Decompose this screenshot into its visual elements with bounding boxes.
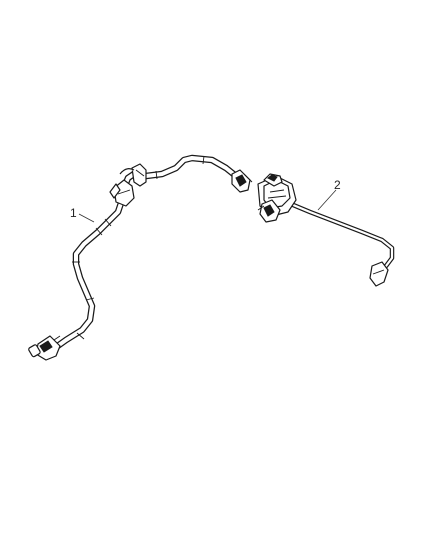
valve-outlet-port — [257, 199, 281, 223]
hose-clip-bracket — [109, 163, 147, 207]
quick-connector-lower — [28, 335, 61, 361]
callout-1: 1 — [70, 206, 95, 223]
tube-end-fitting — [369, 261, 389, 287]
callout-label-2: 2 — [334, 178, 341, 192]
quick-connector-upper — [231, 169, 253, 193]
callout-label-1: 1 — [70, 206, 77, 220]
vapor-hose-part-1 — [28, 154, 253, 361]
callout-2: 2 — [317, 178, 341, 211]
purge-valve-assembly-part-2 — [257, 173, 395, 287]
hose-bands — [72, 155, 205, 340]
